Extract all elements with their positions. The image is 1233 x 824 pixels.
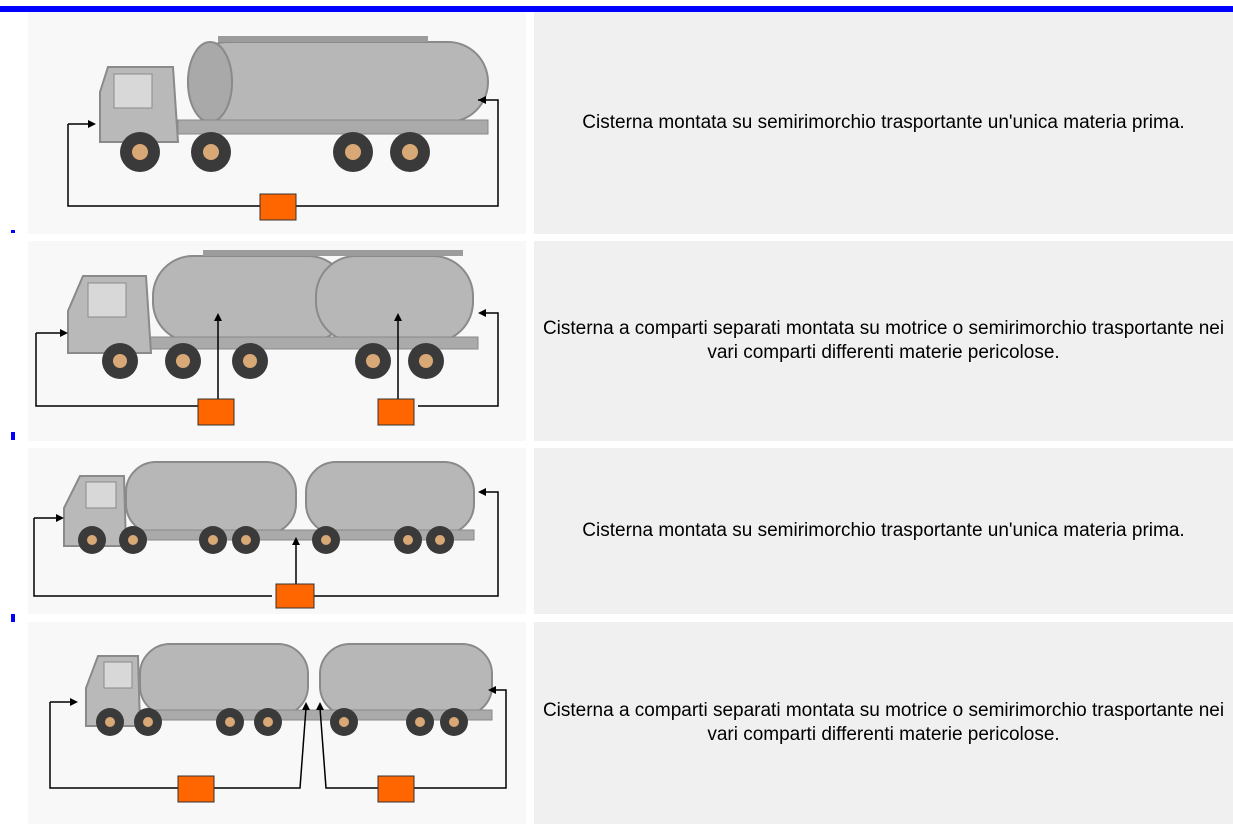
tanker-row-1: Cisterna montata su semirimorchio traspo… [0,12,1233,234]
tanker-row-2: Cisterna a comparti separati montata su … [0,241,1233,441]
top-accent-bar [0,6,1233,12]
caption-3: Cisterna montata su semirimorchio traspo… [582,520,1185,541]
tanker-row-4: Cisterna a comparti separati montata su … [0,622,1233,824]
tanker-illustration-2 [35,250,499,426]
tanker-illustration-1 [67,36,499,221]
tanker-illustration-3 [33,461,499,609]
caption-1: Cisterna montata su semirimorchio traspo… [582,112,1185,133]
caption-box-3: Cisterna montata su semirimorchio traspo… [534,448,1233,614]
caption-box-4: Cisterna a comparti separati montata su … [534,622,1233,824]
tanker-road-train-compartments-icon [28,622,526,824]
tanker-illustration-4 [49,643,507,803]
tanker-row-3: Cisterna montata su semirimorchio traspo… [0,448,1233,614]
caption-box-1: Cisterna montata su semirimorchio traspo… [534,12,1233,234]
tanker-compartments-icon [28,241,526,441]
row-marker-3 [11,614,15,622]
caption-box-2: Cisterna a comparti separati montata su … [534,241,1233,441]
tanker-road-train-single-icon [28,448,526,614]
tanker-semitrailer-single-icon [28,12,526,234]
row-marker-2 [11,432,15,440]
caption-2: Cisterna a comparti separati montata su … [542,318,1225,363]
row-marker-1 [11,230,15,233]
caption-4: Cisterna a comparti separati montata su … [542,700,1225,745]
